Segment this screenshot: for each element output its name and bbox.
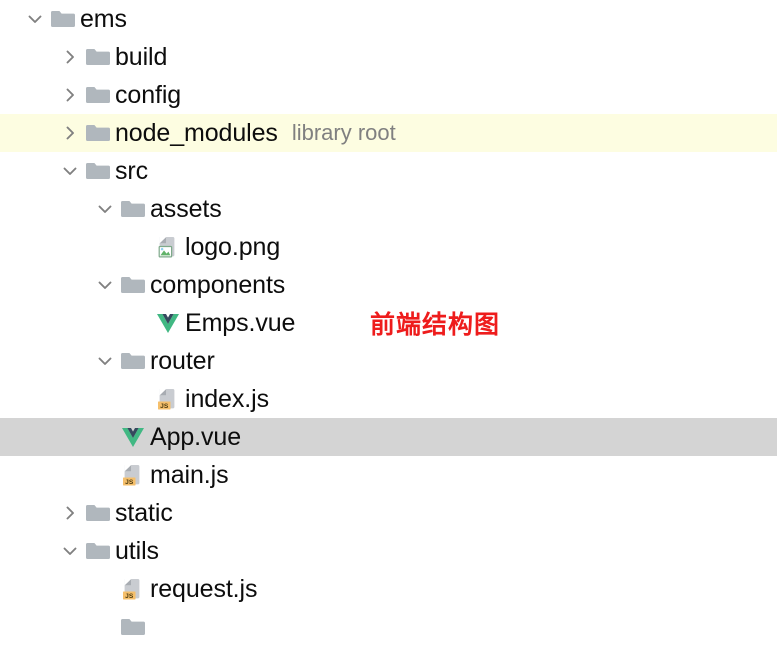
annotation-label: 前端结构图 — [370, 310, 501, 339]
tree-row-label: build — [115, 43, 168, 71]
tree-row[interactable]: build — [0, 38, 777, 76]
tree-row[interactable]: Emps.vue — [0, 304, 777, 342]
image-file-icon — [153, 234, 183, 260]
folder-icon — [83, 44, 113, 70]
tree-indent-spacer — [0, 551, 57, 552]
tree-indent-spacer — [0, 361, 92, 362]
tree-row-label: config — [115, 81, 182, 109]
tree-row[interactable]: src — [0, 152, 777, 190]
chevron-down-icon[interactable] — [22, 6, 48, 32]
vue-file-icon — [153, 310, 183, 336]
tree-indent-spacer — [0, 57, 57, 58]
folder-icon — [118, 196, 148, 222]
tree-indent-spacer — [0, 475, 92, 476]
tree-row[interactable]: assets — [0, 190, 777, 228]
chevron-right-icon[interactable] — [57, 500, 83, 526]
tree-indent-spacer — [0, 171, 57, 172]
tree-indent-spacer — [0, 437, 92, 438]
tree-twisty-placeholder — [92, 614, 118, 640]
tree-row-label: index.js — [185, 385, 269, 413]
folder-icon — [118, 272, 148, 298]
tree-row[interactable]: JS index.js — [0, 380, 777, 418]
tree-row-label: request.js — [150, 575, 258, 603]
tree-row[interactable]: static — [0, 494, 777, 532]
tree-row-label: static — [115, 499, 173, 527]
tree-row[interactable] — [0, 608, 777, 646]
tree-row-label: src — [115, 157, 149, 185]
tree-row[interactable]: config — [0, 76, 777, 114]
svg-text:JS: JS — [125, 593, 134, 600]
chevron-down-icon[interactable] — [92, 348, 118, 374]
tree-row-label: router — [150, 347, 215, 375]
tree-row[interactable]: node_modules library root — [0, 114, 777, 152]
tree-twisty-placeholder — [127, 234, 153, 260]
folder-icon — [83, 500, 113, 526]
js-file-icon: JS — [118, 462, 148, 488]
tree-indent-spacer — [0, 323, 127, 324]
tree-row-label: node_modules — [115, 119, 278, 147]
tree-row-sublabel: library root — [291, 120, 396, 145]
tree-indent-spacer — [0, 133, 57, 134]
chevron-right-icon[interactable] — [57, 82, 83, 108]
folder-icon — [83, 82, 113, 108]
tree-row-label: Emps.vue — [185, 309, 296, 337]
vue-file-icon — [118, 424, 148, 450]
tree-indent-spacer — [0, 19, 22, 20]
tree-row-label: logo.png — [185, 233, 281, 261]
js-file-icon: JS — [118, 576, 148, 602]
tree-indent-spacer — [0, 247, 127, 248]
tree-row[interactable]: utils — [0, 532, 777, 570]
tree-indent-spacer — [0, 513, 57, 514]
folder-icon — [83, 538, 113, 564]
tree-indent-spacer — [0, 399, 127, 400]
folder-icon — [83, 120, 113, 146]
chevron-right-icon[interactable] — [57, 44, 83, 70]
tree-row-label: ems — [80, 5, 127, 33]
tree-indent-spacer — [0, 95, 57, 96]
chevron-right-icon[interactable] — [57, 120, 83, 146]
tree-row[interactable]: App.vue — [0, 418, 777, 456]
chevron-down-icon[interactable] — [57, 158, 83, 184]
svg-text:JS: JS — [160, 403, 169, 410]
tree-indent-spacer — [0, 589, 92, 590]
tree-indent-spacer — [0, 285, 92, 286]
js-file-icon: JS — [153, 386, 183, 412]
tree-row-label: assets — [150, 195, 222, 223]
tree-twisty-placeholder — [92, 576, 118, 602]
chevron-down-icon[interactable] — [92, 196, 118, 222]
tree-row[interactable]: JS request.js — [0, 570, 777, 608]
tree-indent-spacer — [0, 627, 92, 628]
chevron-down-icon[interactable] — [57, 538, 83, 564]
tree-twisty-placeholder — [92, 462, 118, 488]
folder-icon — [83, 158, 113, 184]
tree-row[interactable]: ems — [0, 0, 777, 38]
tree-twisty-placeholder — [127, 310, 153, 336]
tree-row[interactable]: JS main.js — [0, 456, 777, 494]
tree-twisty-placeholder — [127, 386, 153, 412]
tree-row-label: utils — [115, 537, 159, 565]
tree-row[interactable]: router — [0, 342, 777, 380]
folder-icon — [118, 348, 148, 374]
tree-twisty-placeholder — [92, 424, 118, 450]
tree-row-label: components — [150, 271, 286, 299]
folder-icon — [118, 614, 148, 640]
tree-indent-spacer — [0, 209, 92, 210]
tree-row-label: main.js — [150, 461, 229, 489]
folder-icon — [48, 6, 78, 32]
tree-row[interactable]: components — [0, 266, 777, 304]
svg-text:JS: JS — [125, 479, 134, 486]
tree-row-label: App.vue — [150, 423, 242, 451]
chevron-down-icon[interactable] — [92, 272, 118, 298]
tree-row[interactable]: logo.png — [0, 228, 777, 266]
